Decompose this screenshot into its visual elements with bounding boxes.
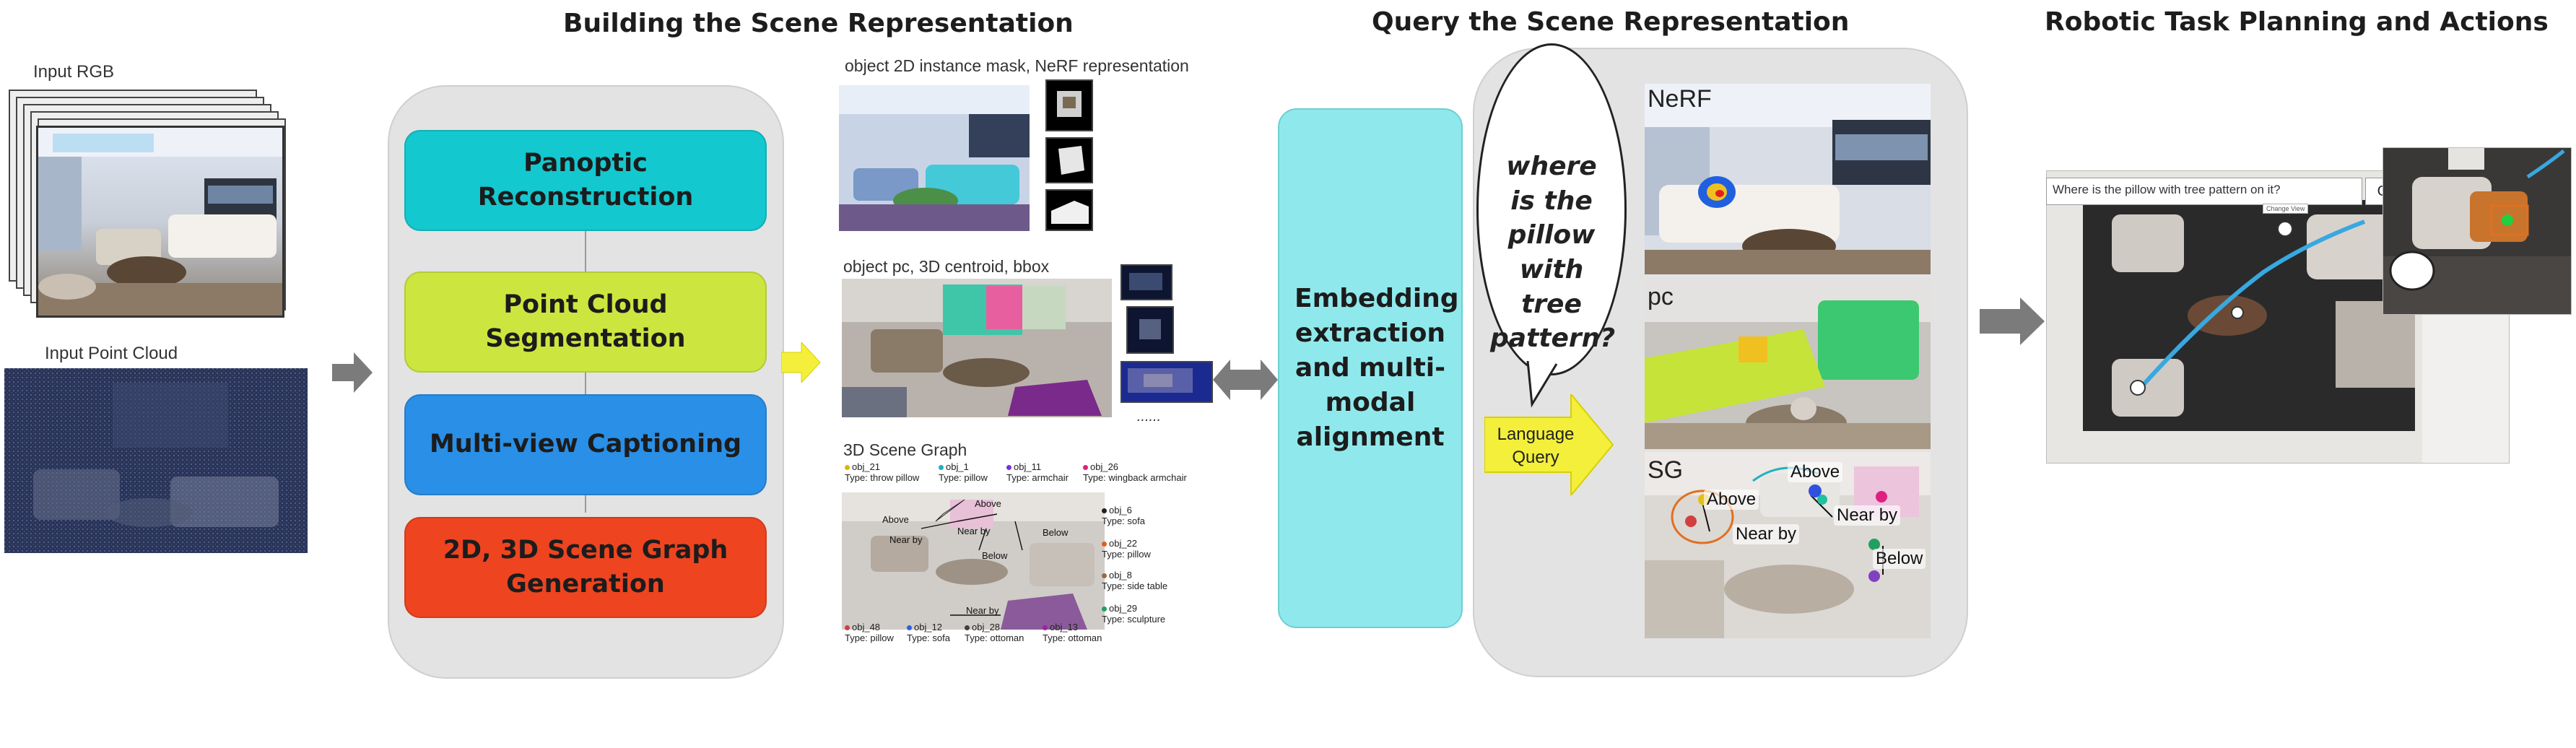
node-color-dot — [1102, 508, 1107, 514]
node-color-dot — [907, 625, 912, 631]
change-view-button[interactable]: Change View — [2263, 204, 2309, 214]
sg-relation: Above — [1704, 490, 1759, 510]
sg-relation: Near by — [1733, 524, 1800, 544]
node-color-dot — [1043, 625, 1048, 631]
query-question: where is the pillow with tree pattern? — [1490, 152, 1616, 354]
sg-result-label: SG — [1648, 456, 1684, 484]
embedding-alignment-box: Embedding extraction and multi-modal ali… — [1278, 108, 1463, 628]
mask-thumbnail — [1045, 189, 1093, 231]
pc-thumbnail — [1121, 264, 1172, 300]
mask-thumbnail — [1045, 137, 1093, 183]
relation-label: Below — [1043, 527, 1069, 538]
sg-result-image — [1645, 452, 1931, 638]
robot-search-bar[interactable]: Where is the pillow with tree pattern on… — [2046, 178, 2362, 205]
stage-panoptic-reconstruction: Panoptic Reconstruction — [404, 130, 767, 231]
language-query-label: Language Query — [1497, 425, 1575, 468]
stage-label: 2D, 3D Scene Graph Generation — [443, 535, 728, 599]
relation-label: Near by — [889, 534, 923, 545]
node-color-dot — [1102, 573, 1107, 579]
sg-relation: Near by — [1834, 505, 1901, 526]
stage-label: Point Cloud Segmentation — [485, 290, 686, 353]
arrow-right-yellow-icon — [781, 342, 821, 383]
sg-relation: Above — [1788, 462, 1843, 482]
relation-label: Below — [982, 550, 1008, 561]
pc-thumbnail — [1126, 306, 1174, 354]
node-color-dot — [1083, 465, 1088, 471]
node-color-dot — [939, 465, 944, 471]
query-title: Query the Scene Representation — [1372, 7, 1850, 37]
segmented-pointcloud-image — [842, 279, 1112, 417]
pc-thumbnail — [1121, 361, 1213, 403]
input-pointcloud-label: Input Point Cloud — [45, 344, 178, 363]
scene-graph-image — [842, 492, 1105, 630]
relation-label: Near by — [966, 605, 999, 616]
robot-closeup-view — [2383, 147, 2572, 315]
node-color-dot — [1102, 606, 1107, 612]
node-color-dot — [845, 625, 850, 631]
input-rgb-label: Input RGB — [33, 62, 115, 82]
input-rgb-image — [36, 126, 284, 318]
pc-label: object pc, 3D centroid, bbox — [843, 257, 1050, 276]
building-title: Building the Scene Representation — [563, 9, 1074, 38]
arrow-right-icon — [332, 352, 373, 393]
more-ellipsis: ...... — [1136, 409, 1161, 425]
bidirectional-arrow-icon — [1213, 360, 1278, 400]
pc-result-image — [1645, 279, 1931, 449]
nerf-label: NeRF — [1648, 85, 1712, 113]
pc-result-label: pc — [1648, 283, 1674, 310]
sg-relation: Below — [1873, 549, 1926, 569]
embedding-label: Embedding extraction and multi-modal ali… — [1294, 284, 1459, 452]
node-color-dot — [1006, 465, 1011, 471]
scene-graph-label: 3D Scene Graph — [843, 440, 967, 459]
nerf-render-image — [839, 85, 1030, 231]
node-color-dot — [1102, 542, 1107, 547]
robot-search-text: Where is the pillow with tree pattern on… — [2053, 183, 2281, 196]
stage-label: Multi-view Captioning — [429, 430, 742, 459]
node-color-dot — [845, 465, 850, 471]
mask-thumbnail — [1045, 79, 1093, 131]
stage-point-cloud-segmentation: Point Cloud Segmentation — [404, 271, 767, 373]
stage-multiview-captioning: Multi-view Captioning — [404, 394, 767, 495]
mask-label: object 2D instance mask, NeRF representa… — [845, 56, 1189, 75]
input-pointcloud-image — [4, 368, 308, 553]
robotic-title: Robotic Task Planning and Actions — [2045, 7, 2549, 37]
stage-scene-graph-generation: 2D, 3D Scene Graph Generation — [404, 517, 767, 618]
arrow-right-icon — [1980, 297, 2045, 345]
relation-label: Above — [882, 514, 909, 525]
node-color-dot — [965, 625, 970, 631]
relation-label: Above — [975, 498, 1001, 509]
language-query-arrow: Language Query — [1484, 394, 1614, 495]
stage-label: Panoptic Reconstruction — [477, 148, 694, 212]
query-speech-bubble: where is the pillow with tree pattern? — [1476, 43, 1627, 375]
relation-label: Near by — [957, 526, 991, 536]
speech-bubble-tail — [1526, 361, 1558, 408]
nerf-result-image — [1645, 84, 1931, 274]
